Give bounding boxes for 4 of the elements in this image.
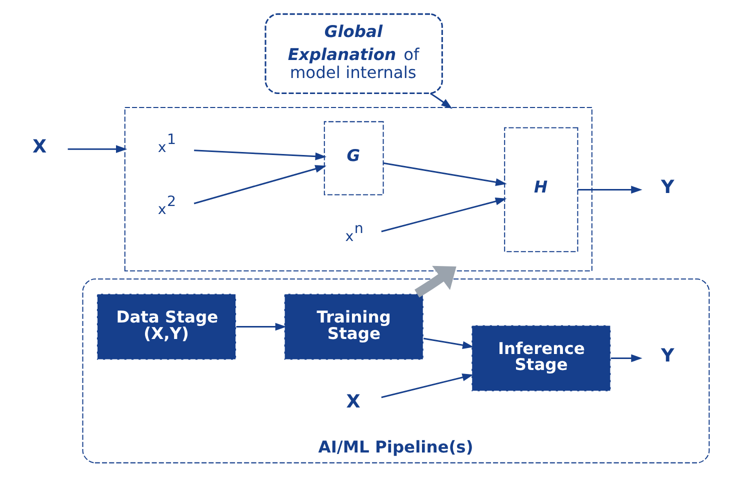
node-text: Y	[660, 177, 674, 198]
node-text: X	[346, 391, 360, 412]
node-text: Y	[660, 346, 674, 367]
node-text: X	[32, 136, 47, 158]
